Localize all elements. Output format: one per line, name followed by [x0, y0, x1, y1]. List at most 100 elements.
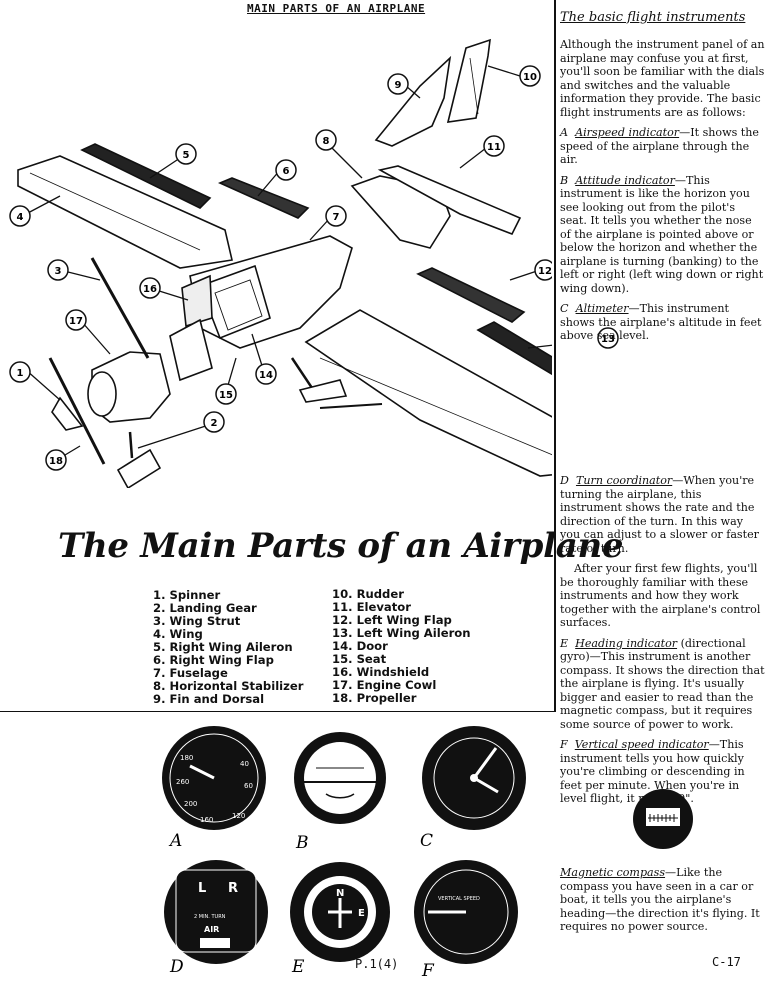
- svg-text:13: 13: [601, 334, 615, 345]
- heading-indicator-icon: N E: [290, 862, 390, 962]
- svg-text:260: 260: [176, 778, 189, 786]
- list-item: 4. Wing: [153, 627, 203, 641]
- callout-1: 1: [9, 361, 31, 383]
- attitude-indicator-icon: [294, 732, 386, 824]
- svg-text:16: 16: [143, 284, 157, 295]
- parts-list-left: 1. Spinner 2. Landing Gear 3. Wing Strut…: [153, 589, 303, 706]
- svg-text:40: 40: [240, 760, 249, 768]
- svg-text:R: R: [228, 881, 238, 896]
- page-reference: P.1(4): [355, 957, 399, 971]
- instruments-text-middle: D Turn coordinator—When you're turning t…: [560, 474, 765, 813]
- altimeter-paragraph: C Altimeter—This instrument shows the ai…: [560, 302, 762, 342]
- gauge-label-f: F: [421, 961, 435, 981]
- callout-12: 12: [534, 259, 552, 281]
- svg-text:14: 14: [259, 370, 273, 381]
- svg-text:18: 18: [49, 456, 63, 467]
- svg-text:E: E: [358, 908, 365, 919]
- column-divider: [554, 0, 556, 712]
- list-item: 11. Elevator: [332, 600, 411, 614]
- page-header: MAIN PARTS OF AN AIRPLANE: [247, 2, 426, 15]
- list-item: 16. Windshield: [332, 665, 430, 679]
- altimeter-icon: [422, 726, 526, 830]
- airspeed-paragraph: A Airspeed indicator—It shows the speed …: [560, 126, 759, 166]
- callout-17: 17: [65, 309, 87, 331]
- attitude-paragraph: B Attitude indicator—This instrument is …: [560, 173, 764, 295]
- svg-text:15: 15: [219, 390, 233, 401]
- gauge-label-d: D: [169, 957, 184, 977]
- gauge-label-e: E: [291, 957, 305, 977]
- svg-text:160: 160: [200, 816, 213, 824]
- svg-text:17: 17: [69, 316, 83, 327]
- callout-2: 2: [203, 411, 225, 433]
- svg-text:VERTICAL SPEED: VERTICAL SPEED: [438, 896, 480, 902]
- callout-14: 14: [255, 363, 277, 385]
- callout-18: 18: [45, 449, 67, 471]
- callout-5: 5: [175, 143, 197, 165]
- svg-text:8: 8: [323, 136, 330, 147]
- svg-text:2: 2: [211, 418, 218, 429]
- callout-16: 16: [139, 277, 161, 299]
- list-item: 2. Landing Gear: [153, 601, 257, 615]
- svg-text:11: 11: [487, 142, 501, 153]
- parts-list-right: 10. Rudder 11. Elevator 12. Left Wing Fl…: [332, 588, 471, 705]
- list-item: 6. Right Wing Flap: [153, 653, 274, 667]
- svg-text:2 MIN. TURN: 2 MIN. TURN: [194, 914, 226, 920]
- list-item: 3. Wing Strut: [153, 614, 241, 628]
- list-item: 13. Left Wing Aileron: [332, 626, 471, 640]
- section-divider: [0, 711, 556, 712]
- svg-text:180: 180: [180, 754, 193, 762]
- turn-paragraph: D Turn coordinator—When you're turning t…: [560, 474, 759, 555]
- gauge-label-b: B: [295, 833, 309, 853]
- svg-text:7: 7: [333, 212, 340, 223]
- svg-text:N: N: [336, 888, 344, 899]
- instruments-heading: The basic flight instruments: [560, 10, 746, 25]
- svg-text:L: L: [198, 881, 206, 896]
- gauge-label-c: C: [420, 831, 433, 851]
- list-item: 10. Rudder: [332, 587, 404, 601]
- svg-text:10: 10: [523, 72, 537, 83]
- magnetic-compass-icon: [633, 789, 693, 849]
- svg-text:1: 1: [17, 368, 24, 379]
- callout-13: 13: [597, 327, 619, 349]
- list-item: 9. Fin and Dorsal: [153, 692, 265, 706]
- callout-8: 8: [315, 129, 337, 151]
- callout-7: 7: [325, 205, 347, 227]
- airspeed-indicator-icon: 180 260 200 160 120 40 60: [162, 726, 266, 830]
- turn-coordinator-icon: L R 2 MIN. TURN AIR: [164, 860, 268, 964]
- svg-text:9: 9: [395, 80, 402, 91]
- compass-paragraph: Magnetic compass—Like the compass you ha…: [560, 866, 760, 933]
- list-item: 8. Horizontal Stabilizer: [153, 679, 304, 693]
- callout-11: 11: [483, 135, 505, 157]
- list-item: 5. Right Wing Aileron: [153, 640, 293, 654]
- svg-text:200: 200: [184, 800, 197, 808]
- callout-10: 10: [519, 65, 541, 87]
- after-paragraph: After your first few flights, you'll be …: [560, 562, 761, 629]
- instruments-text-top: Although the instrument panel of an airp…: [560, 38, 765, 350]
- main-title: The Main Parts of an Airplane: [58, 526, 624, 566]
- vsi-paragraph: F Vertical speed indicator—This instrume…: [560, 738, 745, 805]
- callout-9: 9: [387, 73, 409, 95]
- list-item: 15. Seat: [332, 652, 387, 666]
- callout-15: 15: [215, 383, 237, 405]
- gauge-label-a: A: [168, 831, 182, 851]
- list-item: 18. Propeller: [332, 691, 417, 705]
- vertical-speed-indicator-icon: VERTICAL SPEED: [414, 860, 518, 964]
- list-item: 12. Left Wing Flap: [332, 613, 452, 627]
- svg-text:120: 120: [232, 812, 245, 820]
- flight-instruments: 180 260 200 160 120 40 60 A B C: [162, 726, 526, 981]
- list-item: 7. Fuselage: [153, 666, 228, 680]
- list-item: 17. Engine Cowl: [332, 678, 437, 692]
- svg-text:AIR: AIR: [204, 925, 219, 934]
- callout-4: 4: [9, 205, 31, 227]
- list-item: 14. Door: [332, 639, 388, 653]
- svg-text:6: 6: [283, 166, 290, 177]
- airplane-diagram: 1 2 3 4 5 6 7 8 9 10 11 12 14 15 16 17 1…: [9, 38, 552, 488]
- callout-3: 3: [47, 259, 69, 281]
- heading-paragraph: E Heading indicator (directional gyro)—T…: [560, 636, 765, 731]
- svg-text:60: 60: [244, 782, 253, 790]
- svg-text:5: 5: [183, 150, 190, 161]
- svg-text:4: 4: [17, 212, 24, 223]
- page-number: C-17: [712, 955, 741, 969]
- svg-text:3: 3: [55, 266, 62, 277]
- list-item: 1. Spinner: [153, 588, 221, 602]
